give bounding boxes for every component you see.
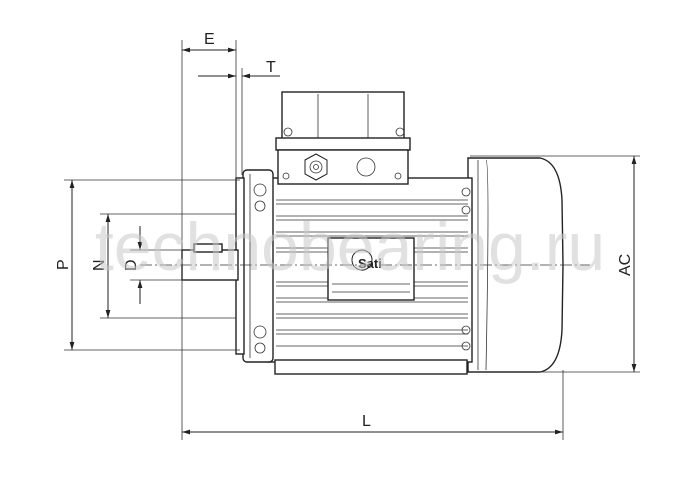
dim-label-d: D: [123, 259, 140, 271]
dim-label-l: L: [362, 413, 371, 430]
terminal-box: [277, 149, 409, 185]
nameplate-logo: Sati: [358, 256, 382, 271]
terminal-box-lid: [281, 91, 405, 141]
dim-label-t: T: [266, 59, 276, 76]
watermark: technobearing.ru: [95, 209, 605, 285]
dim-label-n: N: [91, 259, 108, 271]
dim-label-p: P: [55, 259, 72, 270]
flange-bolt-top-icon: [253, 183, 267, 197]
flange-bolt-bottom-icon: [253, 325, 267, 339]
dim-label-ac: AC: [617, 254, 634, 276]
dimension-lines: [64, 40, 640, 440]
terminal-box-seal: [275, 137, 411, 151]
motor-foot: [274, 359, 468, 375]
blind-plug-icon: [356, 157, 376, 177]
shaft-key: [193, 243, 223, 253]
dim-label-e: E: [204, 31, 215, 48]
motor-body: Sati: [181, 91, 564, 375]
cable-gland-icon: [304, 153, 328, 181]
nameplate: Sati: [327, 237, 415, 301]
